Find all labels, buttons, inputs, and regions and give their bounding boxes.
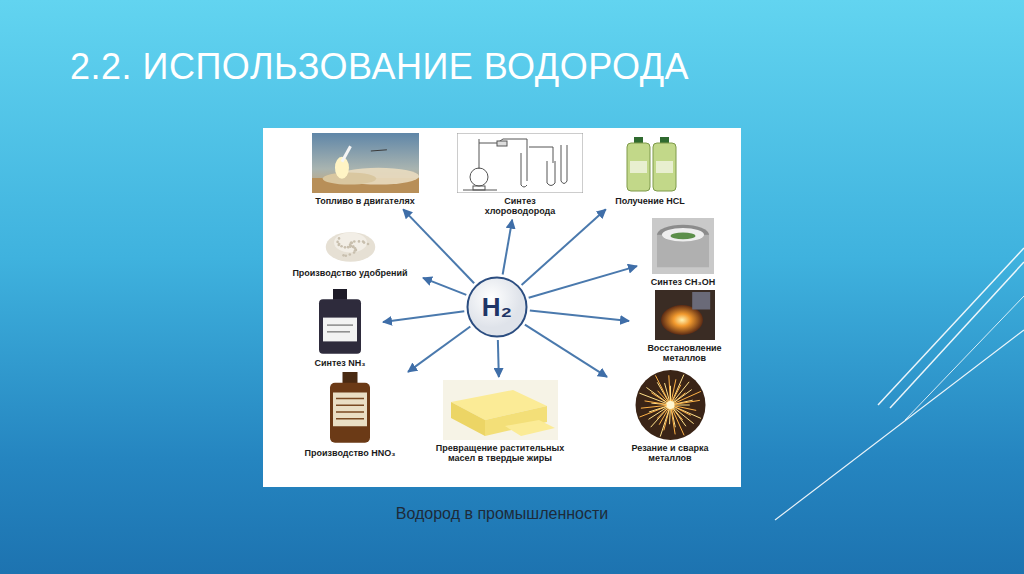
decor-line xyxy=(878,248,1024,405)
illustration xyxy=(323,220,378,265)
arrow-connector xyxy=(423,278,466,295)
illustration xyxy=(312,133,419,193)
arrow-connector xyxy=(525,325,607,377)
image-card: Синтез хлороводорода xyxy=(455,133,585,217)
arrow-connector xyxy=(383,311,464,322)
node-label: Восстановление металлов xyxy=(632,343,737,364)
illustration xyxy=(325,370,375,445)
arrow-connector xyxy=(529,266,637,298)
node-label: Превращение растительных масел в твердые… xyxy=(430,443,570,464)
illustration xyxy=(623,133,678,193)
node-label: Резание и сварка металлов xyxy=(610,443,730,464)
arrow-connector xyxy=(403,209,474,283)
node-label: Синтез CH₃OH xyxy=(649,277,718,287)
image-card: Синтез NH₃ xyxy=(300,287,380,368)
node-label: Синтез хлороводорода xyxy=(476,196,564,217)
node-label: Производство удобрений xyxy=(290,268,409,278)
image-card: Топливо в двигателях xyxy=(300,133,430,206)
decor-line xyxy=(775,330,1024,520)
decor-line xyxy=(890,262,1024,408)
illustration xyxy=(457,133,583,193)
node-label: Синтез NH₃ xyxy=(312,358,367,368)
hub-circle: H₂ xyxy=(466,276,528,338)
image-card: Производство HNO₃ xyxy=(295,370,405,458)
diagram-caption: Водород в промышленности xyxy=(263,505,741,523)
arrow-connector xyxy=(522,209,606,285)
slide-title: 2.2. ИСПОЛЬЗОВАНИЕ ВОДОРОДА xyxy=(70,46,689,88)
formula-label: H₂ xyxy=(482,294,512,320)
illustration xyxy=(633,370,708,440)
arrow-connector xyxy=(530,310,629,320)
node-label: Получение HCL xyxy=(613,196,687,206)
illustration xyxy=(655,290,715,340)
node-label: Топливо в двигателях xyxy=(313,196,416,206)
arrow-connector xyxy=(408,326,470,371)
image-card: Превращение растительных масел в твердые… xyxy=(430,380,570,464)
image-card: Резание и сварка металлов xyxy=(610,370,730,464)
arrow-connector xyxy=(497,340,500,377)
illustration xyxy=(315,287,365,355)
image-card: Восстановление металлов xyxy=(632,290,737,364)
illustration xyxy=(652,218,714,274)
illustration xyxy=(443,380,558,440)
image-card: Синтез CH₃OH xyxy=(640,218,726,287)
image-card: Получение HCL xyxy=(605,133,695,206)
arrow-connector xyxy=(503,220,513,275)
image-card: Производство удобрений xyxy=(280,220,420,278)
node-label: Производство HNO₃ xyxy=(303,448,398,458)
decor-line xyxy=(905,296,1024,420)
